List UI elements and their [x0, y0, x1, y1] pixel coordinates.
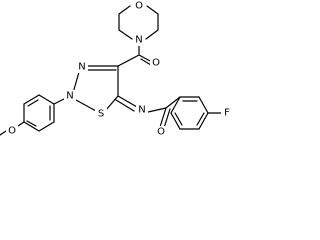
methoxyphenyl-ring [23, 94, 55, 132]
thiadiazole-ring [72, 65, 119, 112]
morpholine-nitrogen: N [135, 35, 142, 46]
o-methyl-bond [0, 130, 7, 136]
carbonyl-group [138, 54, 153, 66]
amide-oxygen: O [157, 127, 165, 138]
n-amide-bond [147, 107, 167, 113]
fluorophenyl-ring [170, 96, 209, 130]
aryl-o-bond [17, 121, 25, 127]
ring-nitrogen-2: N [66, 91, 73, 102]
methoxy-oxygen: O [8, 126, 16, 137]
amide-aryl-bond [165, 96, 181, 109]
ring-nitrogen-3: N [78, 62, 85, 73]
carbonyl-ring-bond [117, 54, 140, 67]
imine-bond [115, 95, 138, 112]
molecule-diagram: O N O N N S N O O F [0, 0, 237, 148]
morpholine-oxygen: O [135, 1, 143, 12]
structure-svg: O N O N N S N O O F [0, 0, 233, 138]
fluorine-atom: F [224, 108, 230, 119]
atom-labels: O N O N N S N O O F [6, 0, 233, 138]
ring-sulfur: S [98, 109, 104, 120]
amide-carbonyl [159, 107, 171, 129]
ketone-oxygen: O [152, 58, 160, 69]
imine-nitrogen: N [138, 105, 145, 116]
morpholine-ring [118, 5, 159, 40]
